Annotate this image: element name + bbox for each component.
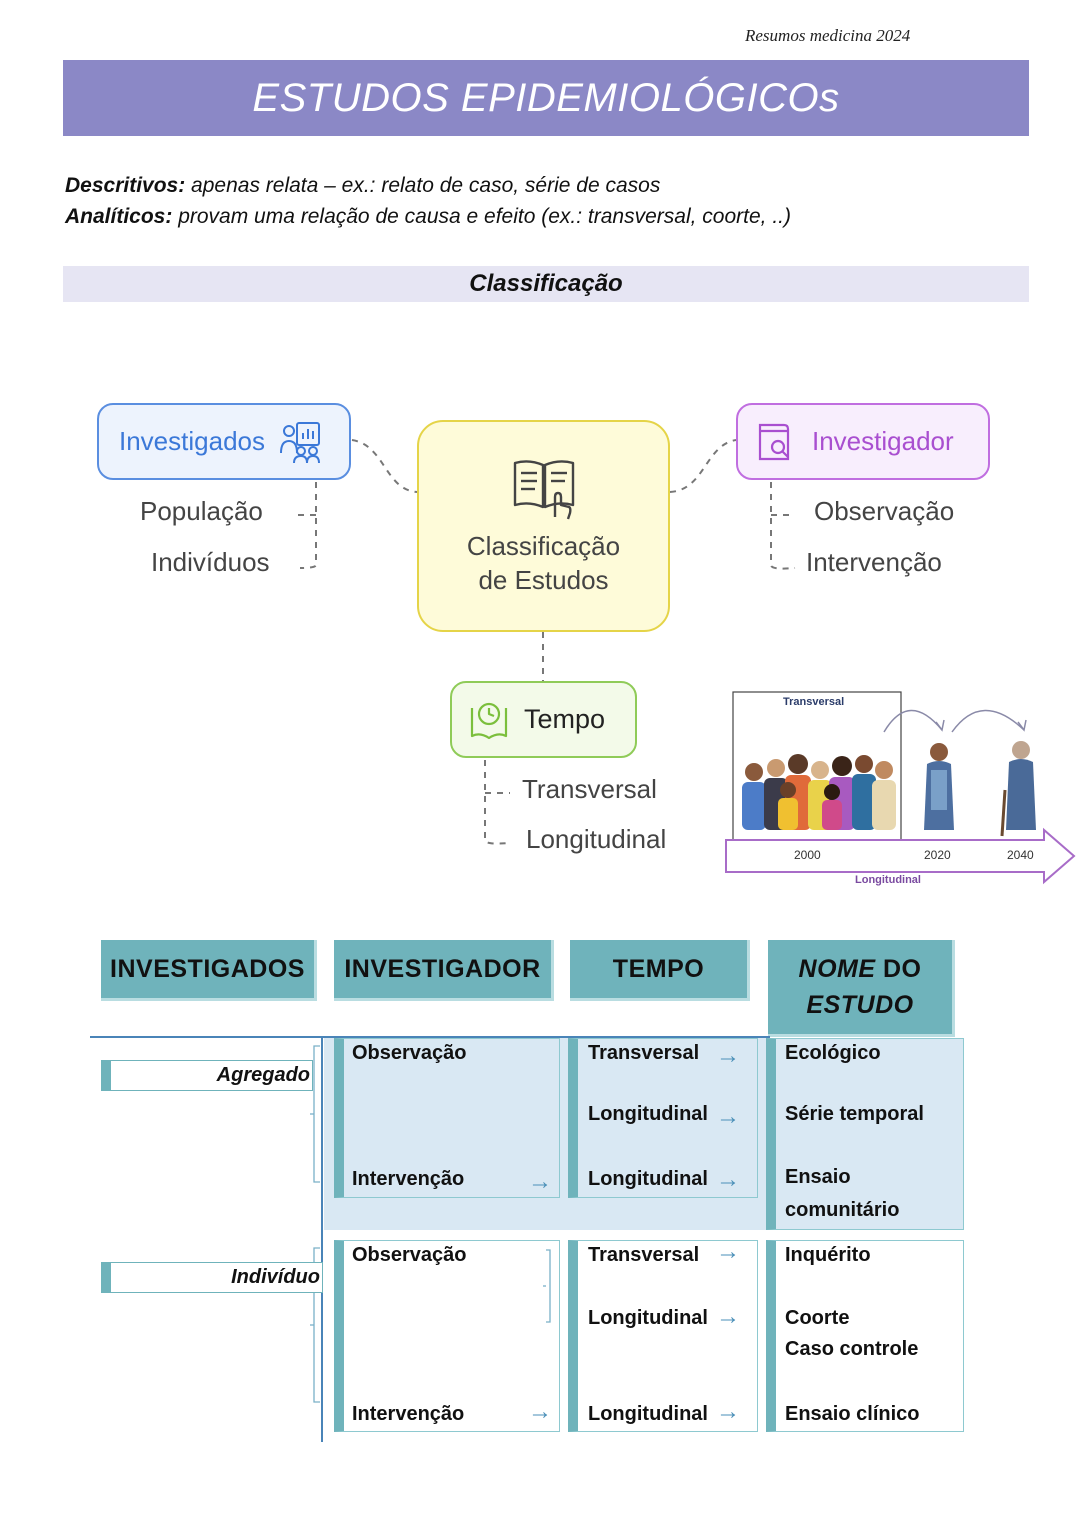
agregado-ensaio: Ensaio: [785, 1166, 851, 1188]
agregado-comunitario: comunitário: [785, 1199, 900, 1221]
descritivos-label: Descritivos:: [65, 174, 186, 197]
individuo-longitudinal-2: Longitudinal: [588, 1403, 708, 1425]
arrow-icon: →: [716, 1166, 740, 1193]
agregado-nome-col: [766, 1038, 964, 1230]
arrow-icon: →: [716, 1303, 740, 1330]
year-2020: 2020: [924, 848, 951, 862]
header-do-word: DO: [875, 955, 922, 983]
agregado-longitudinal-1: Longitudinal: [588, 1103, 708, 1125]
table-lines: [90, 1036, 770, 1442]
agregado-tempo-col: [568, 1038, 758, 1198]
header-nome-line2: ESTUDO: [806, 987, 913, 1023]
analiticos-text: provam uma relação de causa e efeito (ex…: [172, 205, 791, 228]
individuo-tempo-col: [568, 1240, 758, 1432]
tempo-item-longitudinal: Longitudinal: [526, 824, 667, 854]
arrow-icon: →: [528, 1398, 552, 1425]
investigador-label: Investigador: [812, 426, 954, 456]
individuo-coorte: Coorte: [785, 1307, 850, 1329]
crowd-figures: [742, 754, 896, 830]
individuo-observacao: Observação: [352, 1244, 467, 1266]
elder-figure: [1000, 741, 1036, 837]
center-label: Classificação de Estudos: [466, 531, 621, 595]
row-agregado-label: Agregado: [101, 1060, 313, 1091]
book-clock-icon: [470, 702, 508, 739]
node-tempo: Tempo: [450, 681, 637, 758]
people-chart-icon: [279, 421, 320, 463]
book-search-icon: [758, 423, 790, 460]
header-nome-do-estudo: NOME DO ESTUDO: [768, 940, 955, 1037]
year-2040: 2040: [1007, 848, 1034, 862]
investigador-item-intervencao: Intervenção: [806, 547, 942, 577]
mindmap-connectors: [292, 439, 796, 845]
agregado-intervencao: Intervenção: [352, 1168, 465, 1190]
individuo-caso-controle: Caso controle: [785, 1338, 919, 1360]
header-tempo: TEMPO: [570, 940, 750, 1001]
individuo-nome-col: [766, 1240, 964, 1432]
arrow-icon: →: [528, 1168, 552, 1195]
adult-figure: [924, 743, 954, 830]
arrow-icon: →: [716, 1103, 740, 1130]
row-individuo-label: Indivíduo: [101, 1262, 323, 1293]
agregado-block: [324, 1038, 964, 1230]
page-title: ESTUDOS EPIDEMIOLÓGICOs: [63, 60, 1029, 136]
arrow-icon: →: [716, 1398, 740, 1425]
year-2000: 2000: [794, 848, 821, 862]
investigador-item-observacao: Observação: [814, 496, 955, 526]
individuo-transversal: Transversal: [588, 1244, 700, 1266]
individuo-longitudinal-1: Longitudinal: [588, 1307, 708, 1329]
analiticos-label: Analíticos:: [65, 205, 173, 228]
header-investigador: INVESTIGADOR: [334, 940, 554, 1001]
intro-line-analiticos: Analíticos: provam uma relação de causa …: [65, 201, 791, 232]
arrow-icon: →: [716, 1042, 740, 1069]
agregado-transversal: Transversal: [588, 1042, 700, 1064]
node-investigados: Investigados: [97, 403, 351, 480]
individuo-inquerito: Inquérito: [785, 1244, 871, 1266]
descritivos-text: apenas relata – ex.: relato de caso, sér…: [185, 174, 661, 197]
individuo-ensaio-clinico: Ensaio clínico: [785, 1403, 920, 1425]
tempo-item-transversal: Transversal: [522, 774, 657, 804]
illustration-title: Transversal: [783, 696, 845, 708]
individuo-investigador-col: [334, 1240, 560, 1432]
illustration-footer: Longitudinal: [855, 874, 921, 886]
node-center: Classificação de Estudos: [417, 420, 670, 632]
agregado-observacao: Observação: [352, 1042, 467, 1064]
agregado-serie-temporal: Série temporal: [785, 1103, 924, 1125]
agregado-investigador-col: [334, 1038, 560, 1198]
header-estudo-word: ESTUDO: [806, 991, 914, 1019]
intro-text: Descritivos: apenas relata – ex.: relato…: [65, 170, 791, 232]
header-nome-word: NOME: [798, 955, 876, 983]
timeline-drawing: [725, 691, 1076, 885]
agregado-ecologico: Ecológico: [785, 1042, 881, 1064]
open-book-icon: [513, 460, 574, 520]
arrow-icon: →: [716, 1238, 740, 1265]
investigados-label: Investigados: [119, 426, 265, 456]
section-title: Classificação: [63, 266, 1029, 302]
header-investigados: INVESTIGADOS: [101, 940, 317, 1001]
investigados-item-populacao: População: [140, 496, 263, 526]
node-investigador: Investigador: [736, 403, 990, 480]
header-note: Resumos medicina 2024: [745, 26, 911, 45]
tempo-label: Tempo: [524, 704, 606, 734]
study-timeline-illustration: Transversal 2000 2020 2040 Longitudinal: [724, 690, 1079, 890]
agregado-longitudinal-2: Longitudinal: [588, 1168, 708, 1190]
intro-line-descritivos: Descritivos: apenas relata – ex.: relato…: [65, 170, 791, 201]
investigados-item-individuos: Indivíduos: [151, 547, 270, 577]
header-nome-line1: NOME DO: [799, 951, 922, 987]
individuo-intervencao: Intervenção: [352, 1403, 465, 1425]
